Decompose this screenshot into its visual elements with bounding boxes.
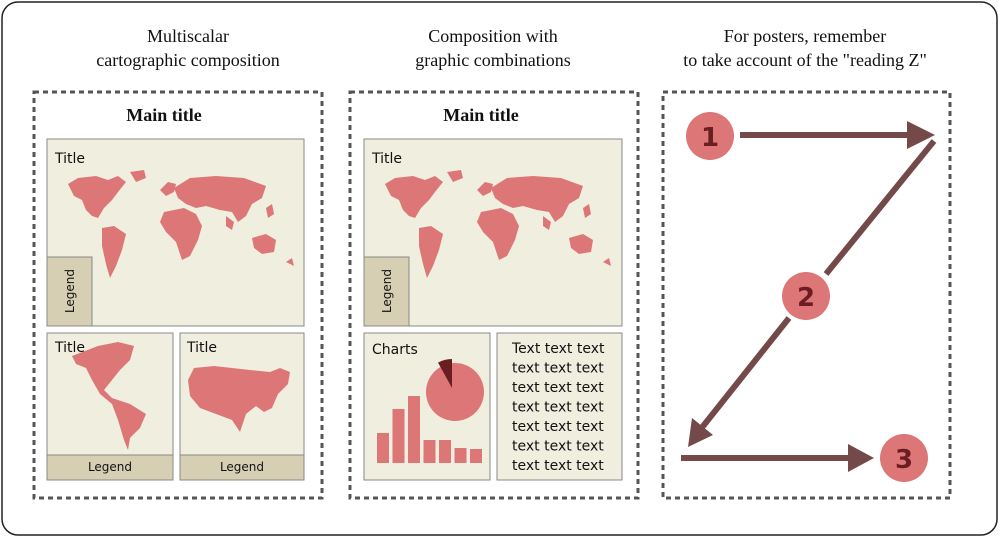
layout-frame-3 [661,90,952,500]
text-line: Text text text [511,341,605,357]
bar [454,448,467,463]
small-legend-2: Legend [220,460,264,474]
legend-box-1 [46,256,93,327]
step-circle-3 [880,434,928,482]
column-1-title-line-1: Multiscalar [147,26,229,46]
bar [408,396,420,463]
arrow-head-down-left-icon [688,418,713,447]
bar [439,440,451,463]
step-number-1: 1 [701,123,719,153]
legend-strip-2 [179,454,305,481]
text-line: text text text [512,458,604,474]
column-3-title-line-1: For posters, remember [724,26,886,46]
legend-box-2 [363,256,410,327]
column-2-title-line-2: graphic combinations [415,50,570,70]
bar [392,409,405,463]
layout-frame-2 [348,90,640,500]
pie-chart [426,363,484,421]
column-2-title-line-1: Composition with [428,26,558,46]
step-circle-2 [782,272,830,320]
main-title-2: Main title [443,105,518,125]
pie-highlight-slice [438,359,452,388]
legend-strip-1 [46,454,174,481]
legend-label-2: Legend [380,269,394,313]
charts-label: Charts [372,342,418,358]
small-legend-1: Legend [88,460,132,474]
bar [377,433,389,463]
americas-map [72,342,146,450]
step-number-3: 3 [895,445,913,475]
main-title-1: Main title [126,105,201,125]
bar [470,449,482,463]
map-title-1: Title [54,151,85,167]
text-panel [496,332,623,481]
arrow-2-lower-line [697,316,792,432]
text-block: Text text text text text text text text … [511,341,605,474]
text-line: text text text [512,419,604,435]
small-map-title-1: Title [54,340,85,356]
arrow-head-right-icon [848,444,874,472]
text-line: text text text [512,380,604,396]
arrow-2-upper-line [823,139,937,276]
small-map-title-2: Title [186,340,217,356]
bar-chart [377,396,482,463]
step-number-2: 2 [797,283,815,313]
map-title-2: Title [371,151,402,167]
layout-frame-1 [32,90,324,500]
legend-label-1: Legend [63,269,77,313]
usa-map [188,366,290,432]
text-line: text text text [512,439,604,455]
text-line: text text text [512,400,604,416]
arrow-head-right-icon [907,121,935,149]
bar [423,440,436,463]
column-1-title-line-2: cartographic composition [96,50,279,70]
column-3-title-line-2: to take account of the "reading Z" [683,50,927,70]
step-circle-1 [686,112,734,160]
text-line: text text text [512,361,604,377]
reading-z-arrows [681,132,937,461]
